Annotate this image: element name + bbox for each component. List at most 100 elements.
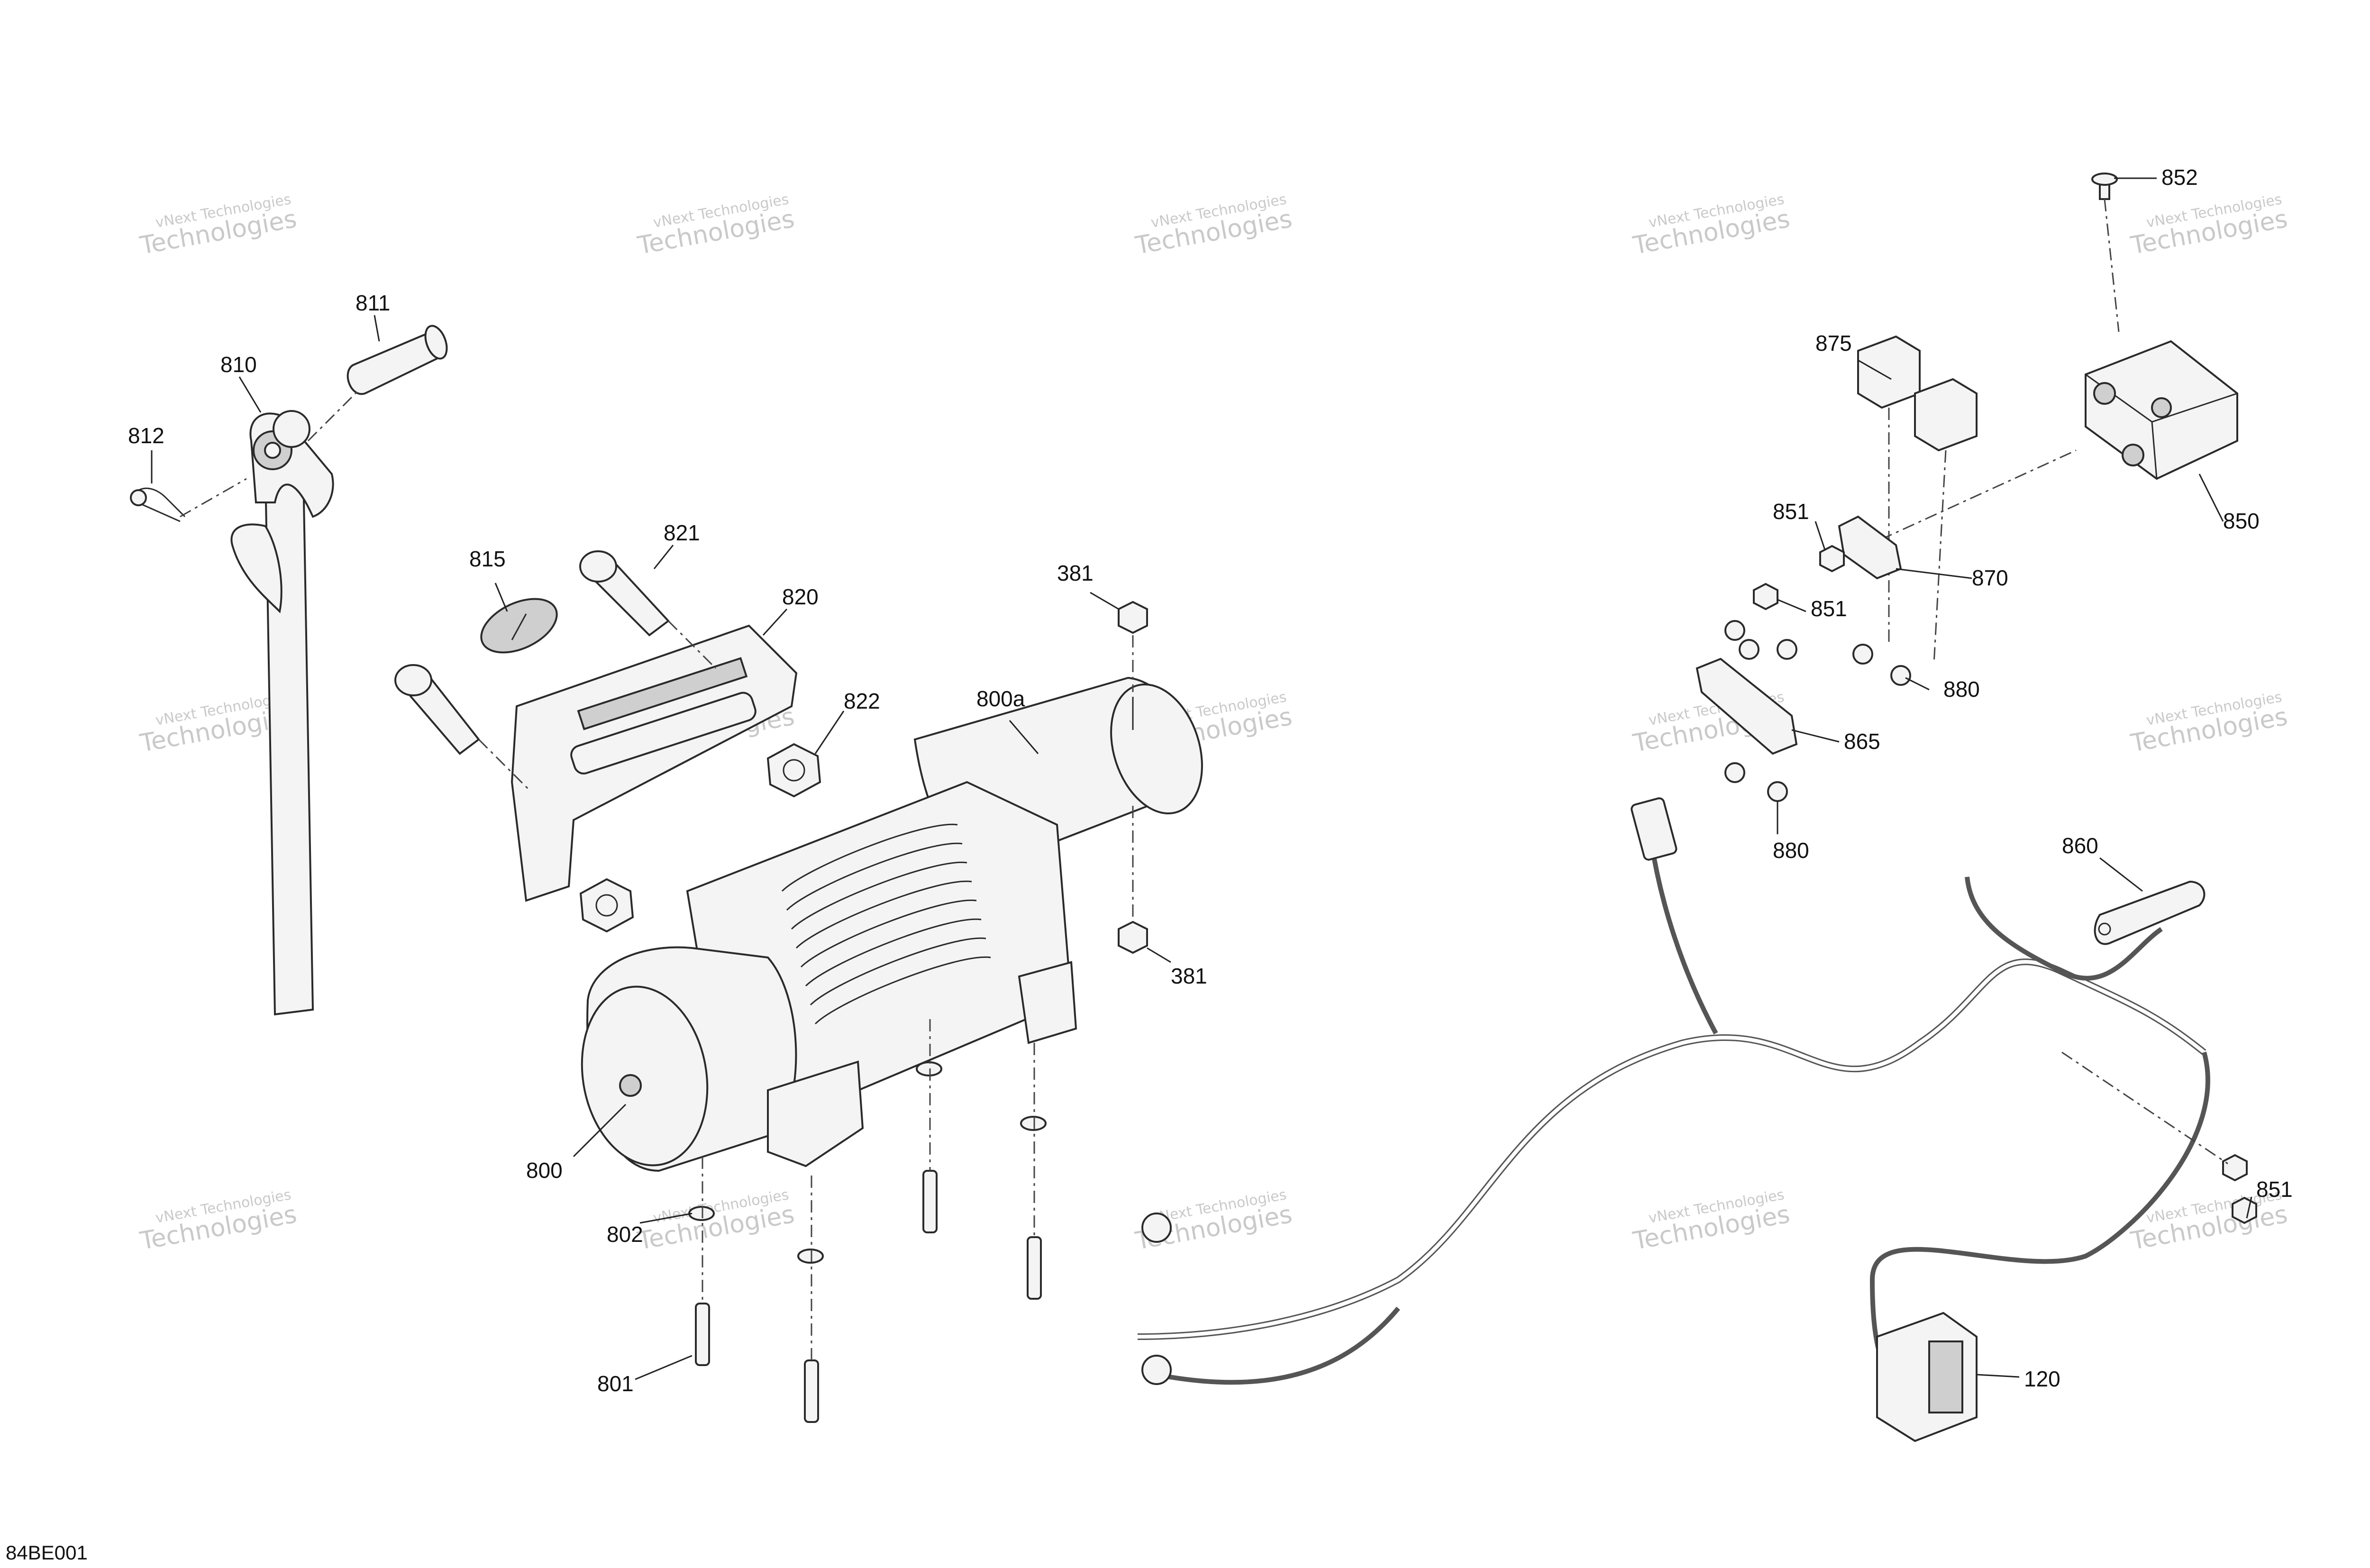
bolt-821-upper-head [579, 550, 617, 583]
fairlead-roller [570, 692, 757, 775]
watermark: vNext Technologies Technologies [137, 1186, 299, 1256]
relay-bracket-870 [1838, 515, 1902, 580]
nut-822-lower-bore [595, 894, 618, 917]
callout-851-lower: 851 [2256, 1177, 2293, 1202]
washer-802-right [916, 1061, 942, 1076]
bolt-801-left [695, 1303, 710, 1366]
callout-802: 802 [607, 1222, 643, 1247]
nut-851-a [1819, 545, 1845, 573]
winch-end-cap [581, 985, 709, 1167]
callout-815: 815 [469, 547, 506, 571]
hook-strap-assembly [130, 325, 448, 1016]
callout-851-upper: 851 [1773, 499, 1809, 524]
callout-381-lower: 381 [1171, 964, 1207, 988]
callout-821: 821 [664, 520, 700, 545]
bolt-821-lower-head [394, 664, 432, 696]
callout-822: 822 [844, 689, 880, 713]
harness-clip-860-hole [2098, 922, 2111, 936]
callout-801: 801 [597, 1371, 634, 1396]
callout-381-upper: 381 [1057, 561, 1094, 585]
washer-802-left [688, 1206, 715, 1221]
watermark: vNext Technologies Technologies [1631, 1186, 1792, 1256]
relay-bracket-865 [1695, 657, 1798, 755]
contactor-assembly [1695, 173, 2238, 802]
hook-pulley-rear [273, 410, 310, 448]
winch-drum-cable [781, 823, 991, 1025]
dash-821-upper [667, 620, 717, 669]
callout-811: 811 [356, 291, 390, 315]
fairlead-bracket [510, 624, 798, 902]
callout-851-middle: 851 [1811, 596, 1847, 621]
harness-clip-860 [2094, 880, 2206, 945]
nut-880-g [1767, 781, 1788, 802]
ring-terminal-lower [1141, 1355, 1172, 1385]
bolt-801-far [1027, 1236, 1042, 1300]
fairlead-slot [577, 657, 748, 730]
harness-branch-switch [1869, 1051, 2210, 1386]
callout-120: 120 [2024, 1367, 2060, 1391]
harness-connector [1631, 797, 1677, 861]
harness-branch-contactor [1965, 876, 2163, 981]
nut-822-upper-bore [783, 759, 805, 782]
wiring-harness [1137, 797, 2257, 1442]
callout-820: 820 [782, 584, 819, 609]
callout-880-upper: 880 [1943, 677, 1980, 702]
callout-800: 800 [526, 1158, 563, 1183]
washer-802-far [1020, 1116, 1047, 1131]
dash-851-harness [2061, 1051, 2228, 1165]
watermark: vNext Technologies Technologies [2128, 689, 2289, 758]
contactor-terminal-b [2122, 444, 2144, 466]
callout-852: 852 [2161, 165, 2198, 190]
callout-800a: 800a [976, 686, 1025, 711]
watermark: vNext Technologies Technologies [1133, 191, 1294, 260]
nut-880-b [1890, 665, 1911, 686]
winch-clutch-knob [619, 1074, 642, 1097]
callout-850: 850 [2223, 509, 2260, 533]
cotter-pin-eye [130, 489, 147, 506]
nut-880-a [1852, 644, 1873, 665]
dash-852 [2104, 199, 2120, 332]
bolt-801-mid [804, 1359, 819, 1423]
relay-875-left [1857, 335, 1921, 409]
watermark: vNext Technologies Technologies [1631, 191, 1792, 260]
winch-foot [767, 1060, 864, 1167]
dash-875-right [1933, 450, 1947, 664]
harness-main-bundle-inner [1137, 960, 2206, 1339]
dash-812 [180, 478, 247, 518]
bolt-801-right [922, 1170, 938, 1233]
nut-880-c [1724, 620, 1745, 641]
watermark: vNext Technologies Technologies [137, 191, 299, 260]
fairlead-bracket-assembly [394, 550, 821, 933]
callout-860: 860 [2062, 833, 2098, 858]
bolt-852-head [2091, 173, 2118, 186]
hook-clevis-pin-head [424, 325, 448, 360]
leader-lines [151, 177, 2252, 1380]
winch-foot-rear [1018, 961, 1077, 1044]
watermark: vNext Technologies Technologies [635, 191, 796, 260]
watermark: vNext Technologies Technologies [635, 1186, 796, 1256]
nut-880-d [1739, 639, 1759, 660]
dash-821-lower [478, 738, 532, 793]
nut-880-f [1724, 762, 1745, 783]
nut-880-e [1777, 639, 1797, 660]
diagram-code: 84BE001 [6, 1541, 88, 1564]
nut-822-upper [766, 743, 821, 798]
nut-851-b [1753, 583, 1778, 611]
nut-822-lower [579, 878, 634, 933]
callout-870: 870 [1972, 565, 2008, 590]
callout-865: 865 [1844, 729, 1880, 754]
washer-802-mid [797, 1249, 824, 1264]
winch-rocker-switch-face [1928, 1340, 1963, 1413]
harness-main-bundle [1137, 958, 2206, 1340]
hook-pulley-hub [264, 442, 281, 459]
watermark: vNext Technologies Technologies [2128, 191, 2289, 260]
ring-terminal-upper [1141, 1212, 1172, 1243]
nut-381-upper [1118, 601, 1148, 634]
contactor-terminal-a [2093, 382, 2116, 405]
nut-381-lower [1118, 921, 1148, 954]
callout-880-lower: 880 [1773, 838, 1809, 863]
winch-assembly [581, 601, 1203, 1423]
callouts: 811 810 812 815 821 820 822 381 800a 381… [128, 165, 2293, 1396]
winch-motor-end [1110, 683, 1203, 815]
